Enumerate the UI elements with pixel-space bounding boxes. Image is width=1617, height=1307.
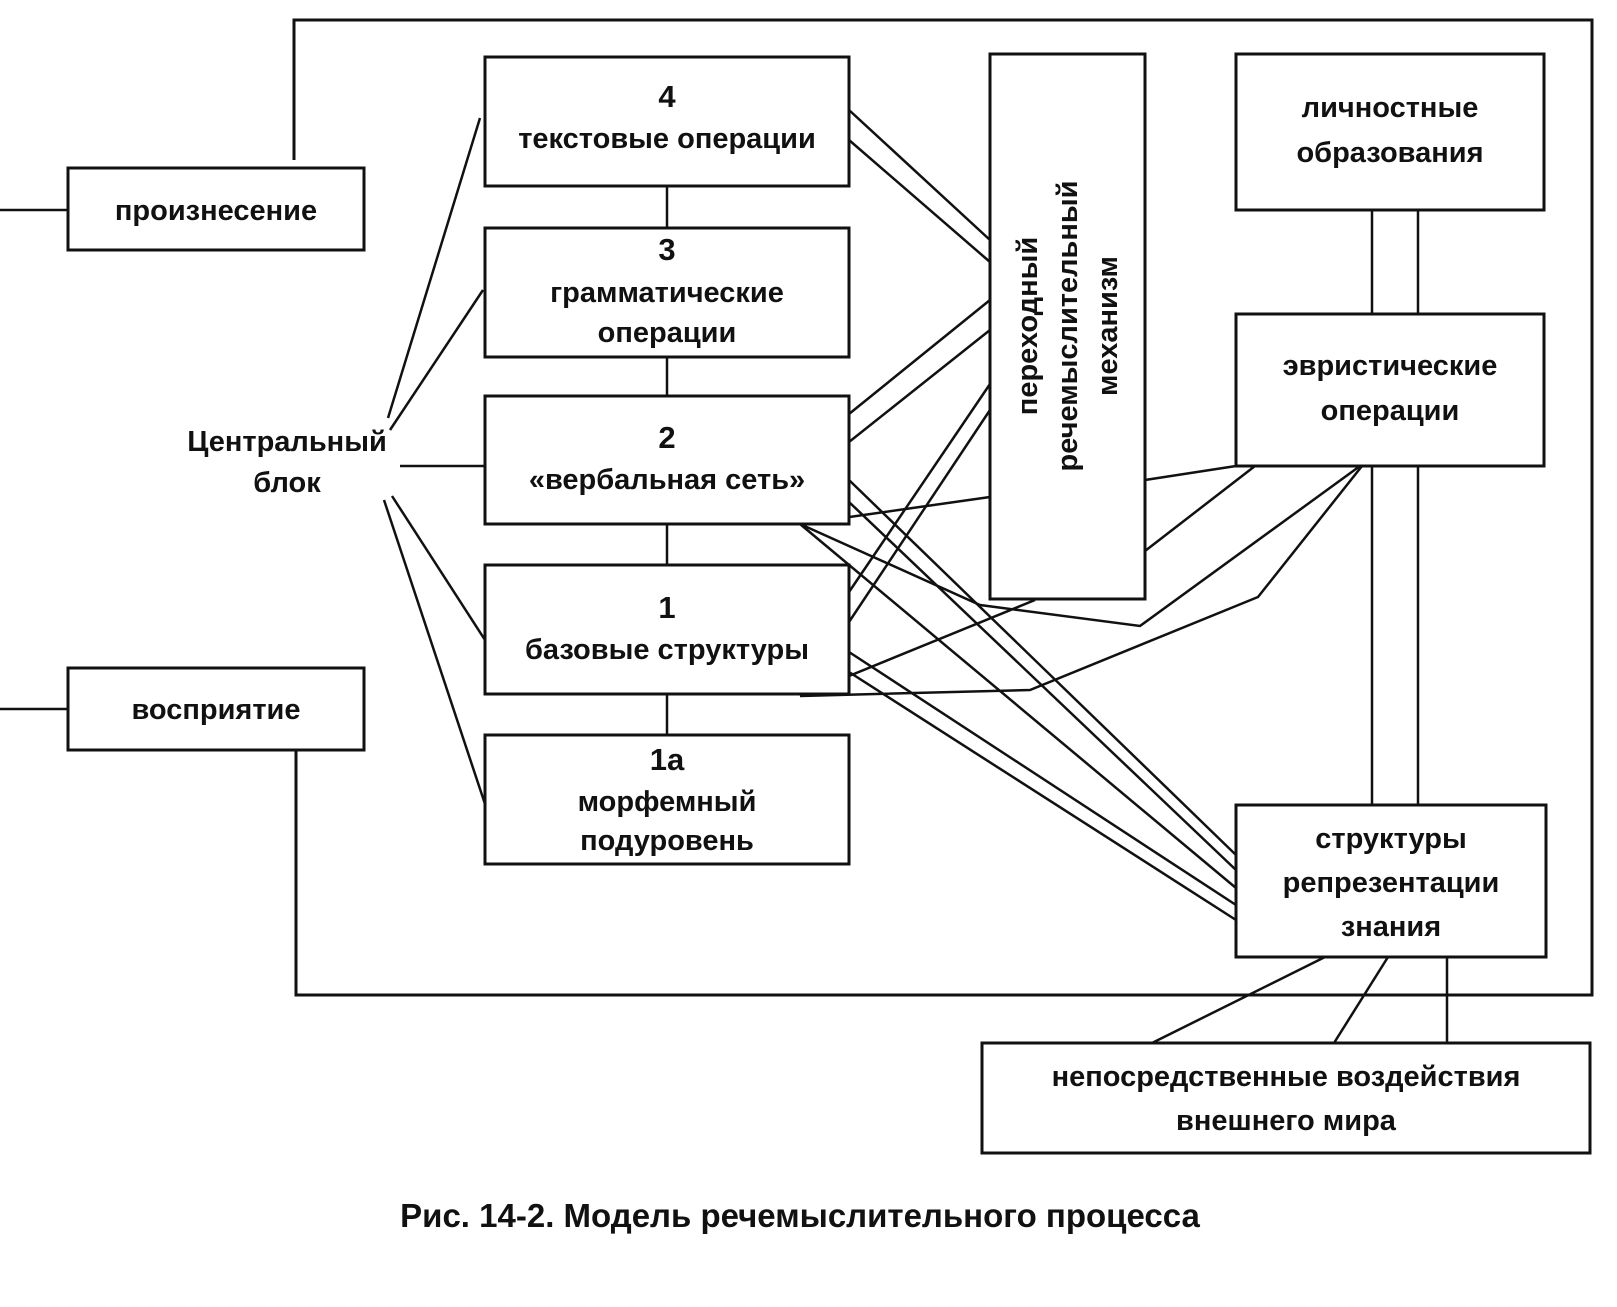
personal-formations-box: личностные образования — [1234, 52, 1546, 212]
connector-level2-transitional-a — [848, 299, 991, 415]
connector-level1-transitional-b — [847, 409, 992, 623]
connector-knowledge-external-a — [1151, 955, 1326, 1045]
heuristic-label-line2: операции — [1321, 395, 1460, 427]
transitional-label-line2: речемыслительный — [1052, 181, 1084, 472]
knowledge-label-line2: репрезентации — [1283, 867, 1500, 899]
connector-level2-transitional-b — [848, 329, 991, 443]
level1-number: 1 — [658, 590, 675, 625]
knowledge-label-line3: знания — [1341, 911, 1441, 943]
level1-box: 1 базовые структуры — [483, 563, 851, 696]
connector-level1-knowledge-b — [848, 670, 1237, 922]
central-block-label-line2: блок — [253, 467, 321, 499]
connector-level4-transitional-a — [848, 109, 991, 241]
level4-number: 4 — [658, 79, 676, 114]
level1a-label-line1: морфемный — [578, 786, 757, 818]
level3-number: 3 — [658, 232, 675, 267]
connector-level1-heuristic — [799, 465, 1363, 698]
heuristic-operations-box: эвристические операции — [1234, 312, 1546, 468]
connector-level2-knowledge-c — [799, 523, 1237, 889]
connector-transitional-heuristic-bottom — [1144, 465, 1256, 552]
connector-central-level3 — [388, 289, 485, 431]
connector-central-level1 — [390, 495, 487, 641]
external-label-line1: непосредственные воздействия — [1052, 1061, 1521, 1093]
connector-level4-transitional-b — [848, 139, 991, 263]
level1a-box: 1а морфемный подуровень — [483, 733, 851, 866]
level2-label: «вербальная сеть» — [529, 464, 805, 496]
outer-frame — [292, 18, 1594, 997]
level1a-label-line2: подуровень — [580, 825, 754, 857]
pronunciation-box: произнесение — [66, 166, 366, 252]
figure-caption: Рис. 14-2. Модель речемыслительного проц… — [400, 1197, 1200, 1234]
perception-box: восприятие — [66, 666, 366, 752]
connector-level2-knowledge-a — [848, 479, 1237, 856]
level4-box: 4 текстовые операции — [483, 55, 851, 188]
level2-number: 2 — [658, 420, 675, 455]
pronunciation-label: произнесение — [115, 195, 317, 227]
connector-level1-transitional-a — [847, 383, 992, 593]
connector-central-level1a — [382, 499, 487, 805]
connector-level2-heuristic — [799, 464, 1361, 628]
level1a-number: 1а — [650, 742, 685, 777]
central-block: Центральный блок — [187, 426, 387, 499]
level2-box: 2 «вербальная сеть» — [483, 394, 851, 526]
external-label-line2: внешнего мира — [1176, 1105, 1397, 1137]
connector-knowledge-external-b — [1332, 956, 1390, 1044]
level4-label: текстовые операции — [518, 123, 816, 155]
connector-level1-knowledge-a — [848, 650, 1237, 907]
connector-transitional-heuristic — [1144, 464, 1237, 482]
perception-label: восприятие — [131, 694, 300, 726]
connector-central-level4 — [386, 117, 482, 419]
level3-label-line2: операции — [598, 317, 737, 349]
connectors — [0, 109, 1449, 1045]
external-influences-box: непосредственные воздействия внешнего ми… — [980, 1041, 1592, 1155]
transitional-mechanism-box: переходный речемыслительный механизм — [988, 52, 1147, 601]
central-block-label-line1: Центральный — [187, 426, 387, 458]
level3-label-line1: грамматические — [550, 277, 784, 309]
knowledge-label-line1: структуры — [1315, 823, 1466, 855]
personal-label-line1: личностные — [1302, 92, 1479, 124]
level3-box: 3 грамматические операции — [483, 226, 851, 359]
level1-label: базовые структуры — [525, 634, 809, 666]
heuristic-label-line1: эвристические — [1283, 350, 1498, 382]
transitional-label-line3: механизм — [1092, 256, 1124, 396]
knowledge-structures-box: структуры репрезентации знания — [1234, 803, 1548, 959]
transitional-label-line1: переходный — [1012, 237, 1044, 415]
personal-label-line2: образования — [1296, 137, 1483, 169]
